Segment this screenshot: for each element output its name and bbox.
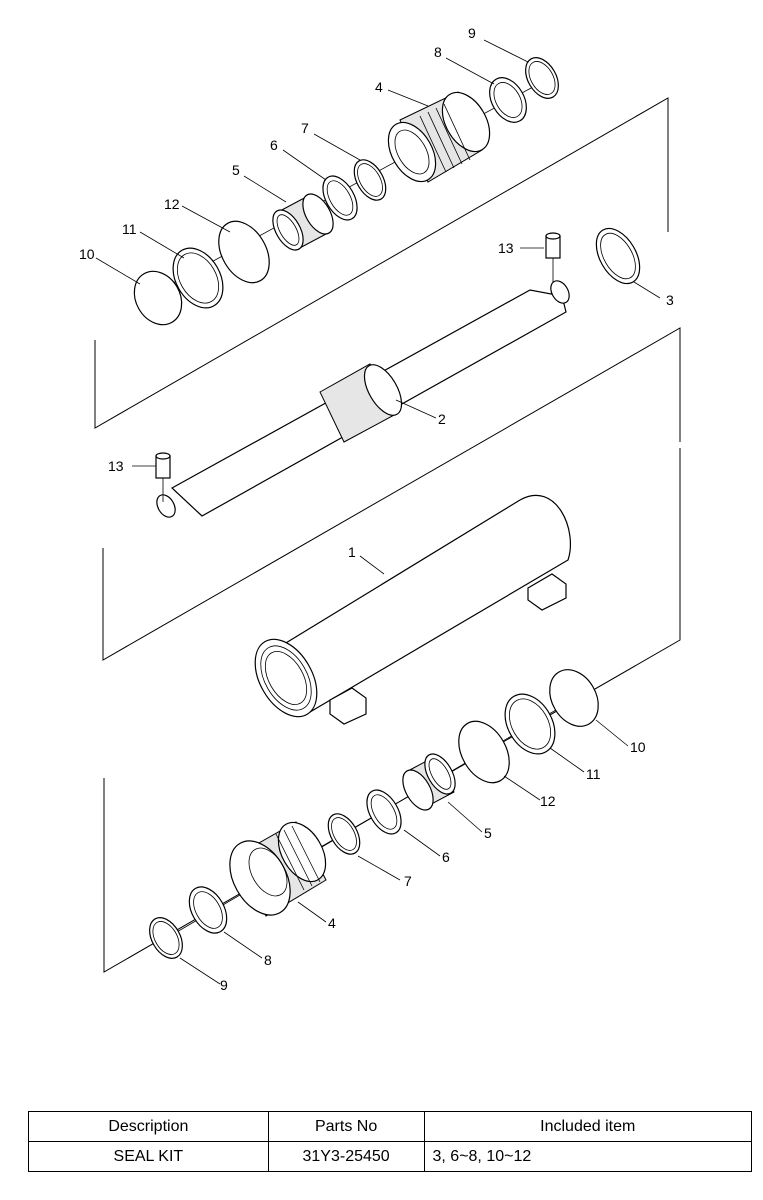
callout-top-2: 2 [438, 411, 446, 427]
callout-top-12: 12 [164, 196, 180, 212]
callout-bottom-12: 12 [540, 793, 556, 809]
part-9-snap-ring [525, 57, 559, 99]
part-3-ring [595, 227, 641, 285]
cell-included-item: 3, 6~8, 10~12 [423, 1141, 752, 1172]
part-13-pin-upper [545, 232, 561, 282]
callout-top-4: 4 [375, 79, 383, 95]
table-row: SEAL KIT 31Y3-25450 3, 6~8, 10~12 [28, 1141, 752, 1172]
part-12-disc-lower [458, 720, 510, 784]
cell-description: SEAL KIT [28, 1141, 269, 1172]
callout-top-13: 13 [498, 240, 514, 256]
part-5-bushing [272, 193, 334, 251]
callout-bottom-5: 5 [484, 825, 492, 841]
exploded-parts-diagram: 9 8 4 7 6 5 12 11 10 13 3 2 13 1 10 11 1… [79, 25, 681, 993]
callout-top-8: 8 [434, 44, 442, 60]
header-parts-no: Parts No [267, 1111, 425, 1142]
callout-top-9: 9 [468, 25, 476, 41]
callout-top-5: 5 [232, 162, 240, 178]
part-5-bushing-lower [402, 753, 456, 811]
part-4-gland-lower [229, 821, 327, 917]
part-7-ring [353, 159, 387, 201]
header-included-item: Included item [423, 1111, 752, 1142]
callout-bottom-9: 9 [220, 977, 228, 993]
callout-bottom-6: 6 [442, 849, 450, 865]
callout-bottom-8: 8 [264, 952, 272, 968]
callout-middle-1: 1 [348, 544, 356, 560]
part-1-tube [254, 494, 572, 725]
cell-parts-no: 31Y3-25450 [267, 1141, 425, 1172]
callout-top-11: 11 [122, 221, 137, 237]
part-8-ring-lower [188, 886, 228, 934]
top-panel-frame [94, 97, 669, 429]
callout-bottom-7: 7 [404, 873, 412, 889]
part-2-rod [156, 280, 570, 518]
callout-top-3: 3 [666, 292, 674, 308]
part-7-ring-lower [327, 813, 361, 855]
table-header-row: Description Parts No Included item [28, 1111, 752, 1142]
callout-top-6: 6 [270, 137, 278, 153]
part-12-disc [218, 220, 270, 284]
part-8-ring [489, 77, 527, 123]
part-10-disc [133, 270, 183, 326]
part-10-disc-lower [549, 669, 599, 727]
callout-bottom-11: 11 [586, 766, 601, 782]
part-9-snap-ring-lower [149, 917, 183, 959]
part-11-ring-lower [504, 693, 556, 755]
part-6-seal [322, 175, 358, 221]
part-11-ring [172, 247, 224, 309]
callout-top-13b: 13 [108, 458, 124, 474]
header-description: Description [28, 1111, 269, 1142]
parts-table: Description Parts No Included item SEAL … [28, 1111, 752, 1172]
part-4-gland [387, 91, 491, 183]
callout-bottom-10: 10 [630, 739, 646, 755]
callout-bottom-4: 4 [328, 915, 336, 931]
callout-top-7: 7 [301, 120, 309, 136]
middle-panel-frame [102, 327, 681, 661]
leader-lines [95, 39, 661, 985]
callout-top-10: 10 [79, 246, 95, 262]
part-6-seal-lower [366, 789, 402, 835]
part-13-pin-lower [155, 452, 171, 502]
